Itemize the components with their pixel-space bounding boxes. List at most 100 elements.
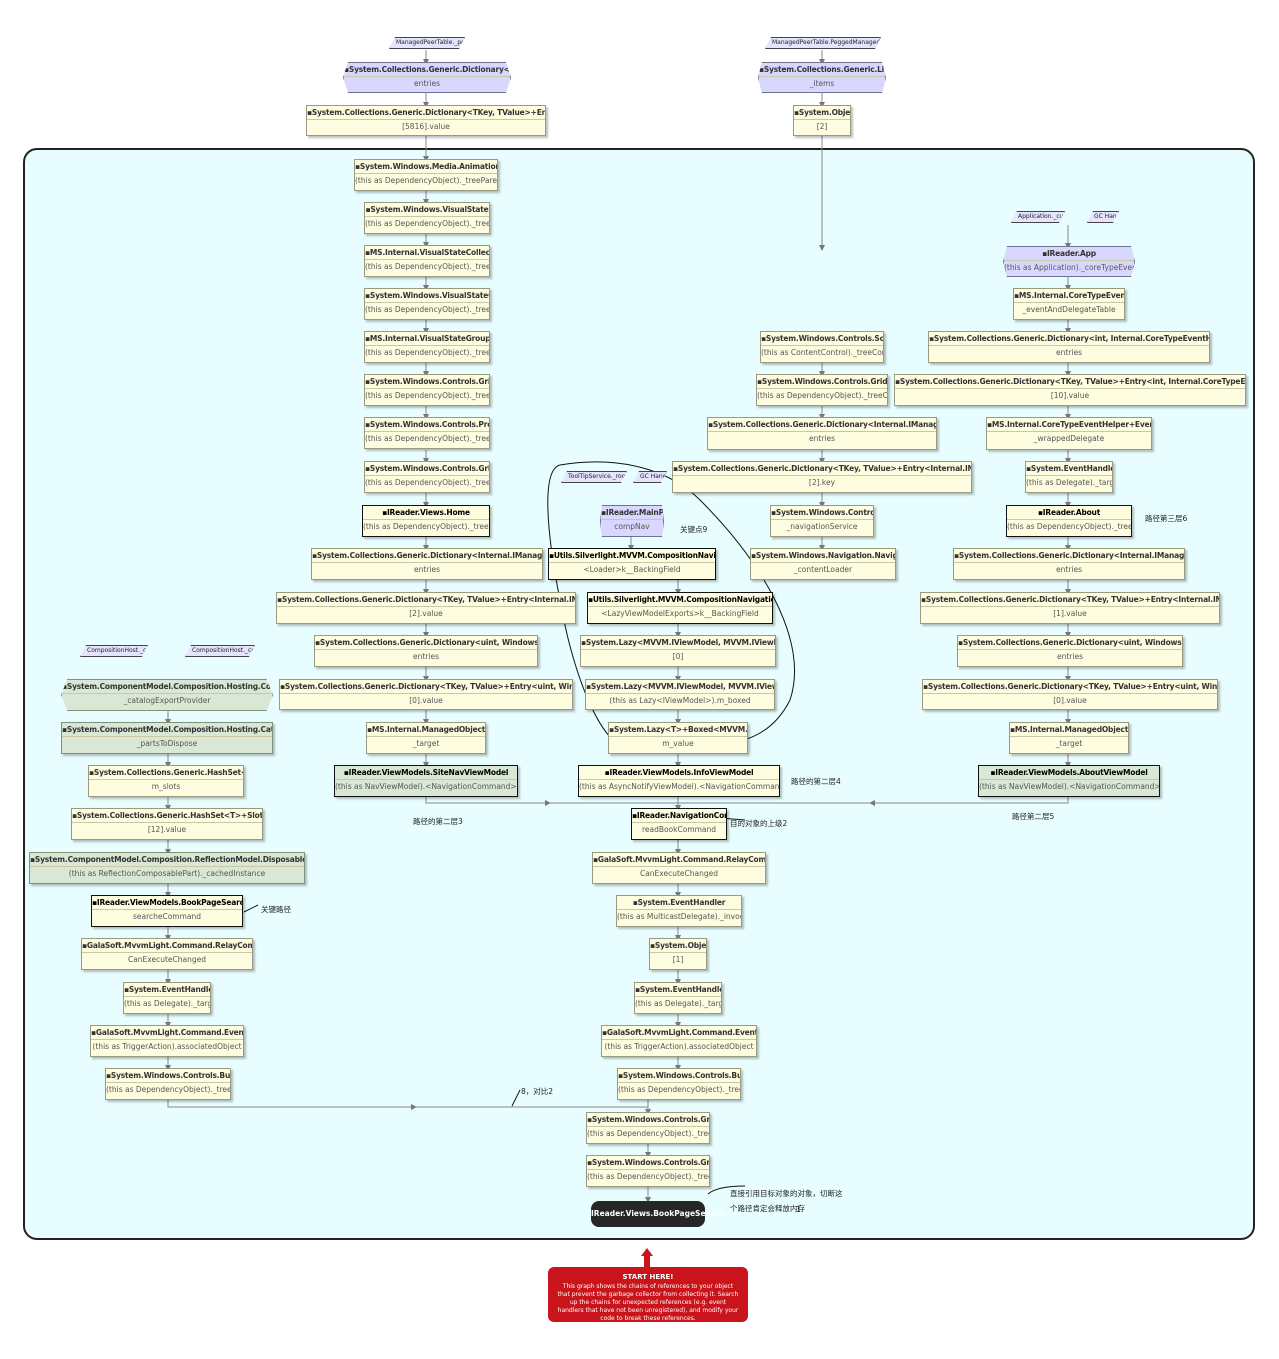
graph-node[interactable]: ▪GalaSoft.MvvmLight.Command.EventToComma…: [601, 1025, 757, 1057]
graph-node[interactable]: ▪System.EventHandler(this as Delegate)._…: [1025, 461, 1113, 493]
graph-node[interactable]: ▪Utils.Silverlight.MVVM.CompositionNavig…: [587, 592, 773, 624]
graph-node[interactable]: ▪System.EventHandler(this as MulticastDe…: [616, 895, 742, 927]
node-field: (this as DependencyObject)._treeParent: [618, 1085, 740, 1094]
node-field: m_slots: [151, 782, 181, 791]
graph-node[interactable]: ▪System.Collections.Generic.Dictionary<i…: [928, 331, 1210, 363]
graph-node[interactable]: ▪IReader.App(this as Application)._coreT…: [1003, 246, 1135, 277]
node-field: (this as TriggerAction).associatedObject: [92, 1042, 242, 1051]
annotation: 路径的第二层4: [791, 777, 841, 786]
target-object-node[interactable]: IReader.Views.BookPageSearch: [591, 1201, 724, 1227]
graph-node[interactable]: ▪System.Collections.Generic.Dictionary<T…: [672, 461, 972, 493]
graph-node[interactable]: ▪System.Collections.Generic.Dictionary<T…: [894, 374, 1246, 406]
node-title: ▪System.Collections.Generic.Dictionary<I…: [708, 418, 936, 432]
graph-node[interactable]: ▪GalaSoft.MvvmLight.Command.RelayCommand…: [81, 938, 253, 970]
graph-node[interactable]: ▪IReader.About (this as DependencyObject)…: [1006, 505, 1132, 537]
graph-node[interactable]: ▪System.Collections.Generic.Dictionary<I…: [311, 548, 543, 580]
graph-node[interactable]: ▪GalaSoft.MvvmLight.Command.EventToComma…: [90, 1025, 244, 1057]
node-field: (this as Delegate)._target: [124, 999, 211, 1008]
graph-node[interactable]: ▪System.ComponentModel.Composition.Refle…: [29, 852, 305, 884]
graph-node[interactable]: ▪System.Collections.Generic.Dictionary<u…: [314, 635, 538, 667]
graph-node[interactable]: ▪System.Collections.Generic.Dictionary<I…: [953, 548, 1185, 580]
graph-node[interactable]: ▪System.ComponentModel.Composition.Hosti…: [61, 679, 273, 711]
graph-node[interactable]: ▪GalaSoft.MvvmLight.Command.RelayCommand…: [592, 852, 766, 884]
graph-node[interactable]: ▪System.Windows.VisualStateGroup(this as…: [364, 288, 490, 320]
graph-node[interactable]: ▪System.Windows.Navigation.NavigationSer…: [750, 548, 896, 580]
node-field: searcheCommand: [132, 912, 202, 921]
node-field: entries: [1056, 565, 1082, 574]
node-field: entries: [413, 652, 439, 661]
graph-node[interactable]: ▪IReader.Views.Home(this as DependencyOb…: [362, 505, 490, 537]
node-field: (this as ReflectionComposablePart)._cach…: [68, 869, 266, 878]
graph-node[interactable]: ▪System.Collections.Generic.Dictionary<T…: [276, 592, 576, 624]
node-title: ▪IReader.MainPage: [601, 506, 663, 520]
graph-node[interactable]: ▪IReader.ViewModels.SiteNavViewModel(thi…: [334, 765, 518, 797]
node-field: [0].value: [409, 696, 443, 705]
graph-node[interactable]: ▪System.Windows.Controls.Grid(this as De…: [586, 1112, 710, 1144]
graph-node[interactable]: ▪System.Windows.Controls.ProgressBar(thi…: [364, 417, 490, 449]
node-field: _items: [809, 79, 835, 88]
graph-node[interactable]: ▪System.Windows.Controls.Button(this as …: [105, 1068, 231, 1100]
gc-root-tag: CompositionHost._container: [80, 645, 148, 657]
node-field: (this as DependencyObject)._treeParent: [365, 262, 490, 271]
node-title: ▪IReader.About: [1007, 506, 1131, 520]
graph-node[interactable]: ▪System.Collections.Generic.Dictionary<T…: [279, 679, 573, 710]
start-arrow-icon: [641, 1248, 653, 1256]
node-title: ▪MS.Internal.CoreTypeEventHelper+EventAn…: [987, 418, 1151, 432]
graph-node[interactable]: ▪System.Collections.Generic.List<Object>…: [758, 62, 886, 93]
node-title: ▪MS.Internal.ManagedObjectReference: [1010, 723, 1128, 737]
graph-node[interactable]: ▪System.Object[][1]: [649, 938, 707, 970]
node-field: [0].value: [1053, 696, 1087, 705]
node-field: entries: [809, 434, 835, 443]
graph-node[interactable]: ▪System.Windows.Controls.Grid(this as De…: [586, 1155, 710, 1187]
graph-node[interactable]: ▪System.Collections.Generic.HashSet<T>+S…: [71, 808, 263, 840]
graph-node[interactable]: ▪MS.Internal.ManagedObjectReference_targ…: [1009, 722, 1129, 754]
graph-node[interactable]: ▪IReader.NavigationCommandreadBookComman…: [631, 808, 727, 840]
node-field: _navigationService: [786, 522, 858, 531]
annotation: 关键点9: [680, 525, 708, 534]
graph-node[interactable]: ▪MS.Internal.VisualStateCollection(this …: [364, 245, 490, 277]
graph-node[interactable]: ▪System.Windows.Controls.Grid(this as De…: [364, 374, 490, 406]
node-title: ▪System.Object[]: [650, 939, 706, 953]
graph-node[interactable]: ▪System.EventHandler(this as Delegate)._…: [123, 982, 211, 1014]
graph-node[interactable]: ▪System.Windows.Controls.Button (this as …: [617, 1068, 741, 1100]
graph-node[interactable]: ▪System.Collections.Generic.Dictionary<I…: [707, 417, 937, 450]
node-field: entries: [414, 79, 440, 88]
node-field: [2].value: [409, 609, 443, 618]
graph-node[interactable]: ▪System.Windows.Controls.ScrollViewer(th…: [760, 331, 884, 363]
graph-node[interactable]: ▪System.Collections.Generic.HashSet<IDis…: [88, 765, 244, 797]
node-field: (this as ContentControl)._treeContent: [761, 348, 883, 357]
graph-node[interactable]: ▪System.Windows.Controls.Grid(this as De…: [364, 461, 490, 493]
graph-node[interactable]: ▪System.Collections.Generic.Dictionary<T…: [920, 592, 1220, 624]
graph-node[interactable]: ▪System.Collections.Generic.Dictionary<T…: [306, 105, 546, 136]
graph-node[interactable]: ▪System.Lazy<MVVM.IViewModel, MVVM.IView…: [580, 635, 776, 667]
graph-node[interactable]: ▪MS.Internal.CoreTypeEventHelper+EventAn…: [986, 417, 1152, 450]
graph-node[interactable]: ▪System.Collections.Generic.Dictionary<I…: [343, 62, 511, 93]
graph-node[interactable]: ▪IReader.ViewModels.AboutViewModel(this …: [978, 765, 1160, 797]
graph-node[interactable]: ▪System.Windows.Controls.Grid(this as De…: [756, 374, 888, 406]
graph-node[interactable]: ▪System.Lazy<T>+Boxed<MVVM.IViewModel>m_…: [608, 722, 748, 754]
node-title: ▪System.Windows.Controls.Button: [618, 1069, 740, 1083]
graph-node[interactable]: ▪MS.Internal.VisualStateGroupCollection(…: [364, 331, 490, 363]
node-title: ▪System.Collections.Generic.List<Object>: [759, 63, 885, 77]
graph-node[interactable]: ▪MS.Internal.ManagedObjectReference_targ…: [366, 722, 486, 754]
node-field: [2]: [816, 122, 828, 131]
graph-node[interactable]: ▪System.ComponentModel.Composition.Hosti…: [61, 722, 273, 754]
node-field: (this as DependencyObject)._treeParent: [106, 1085, 231, 1094]
graph-node[interactable]: ▪System.Windows.VisualState(this as Depe…: [364, 202, 490, 234]
graph-node[interactable]: ▪IReader.ViewModels.BookPageSearchViewMo…: [91, 895, 243, 927]
graph-node[interactable]: ▪System.Windows.Controls.Frame_navigatio…: [770, 505, 874, 537]
graph-node[interactable]: ▪System.Lazy<MVVM.IViewModel, MVVM.IView…: [585, 679, 775, 710]
graph-node[interactable]: ▪IReader.ViewModels.InfoViewModel(this a…: [578, 765, 780, 797]
graph-node[interactable]: ▪System.Object[][2]: [793, 105, 851, 136]
graph-node[interactable]: ▪System.Collections.Generic.Dictionary<T…: [922, 679, 1218, 710]
node-field: (this as DependencyObject)._treeChildren: [1007, 522, 1132, 531]
graph-node[interactable]: ▪System.Collections.Generic.Dictionary<u…: [957, 635, 1183, 667]
graph-node[interactable]: ▪System.EventHandler(this as Delegate)._…: [634, 982, 722, 1014]
node-title: ▪System.Collections.Generic.Dictionary<T…: [277, 593, 575, 607]
graph-node[interactable]: ▪System.Windows.Media.Animation.Storyboa…: [354, 159, 498, 191]
node-title: ▪MS.Internal.ManagedObjectReference: [367, 723, 485, 737]
graph-node[interactable]: ▪Utils.Silverlight.MVVM.CompositionNavig…: [548, 548, 716, 580]
node-title: ▪IReader.NavigationCommand: [632, 809, 726, 823]
graph-node[interactable]: ▪MS.Internal.CoreTypeEventHelper_eventAn…: [1013, 288, 1125, 320]
graph-node[interactable]: ▪IReader.MainPagecompNav: [600, 505, 664, 537]
